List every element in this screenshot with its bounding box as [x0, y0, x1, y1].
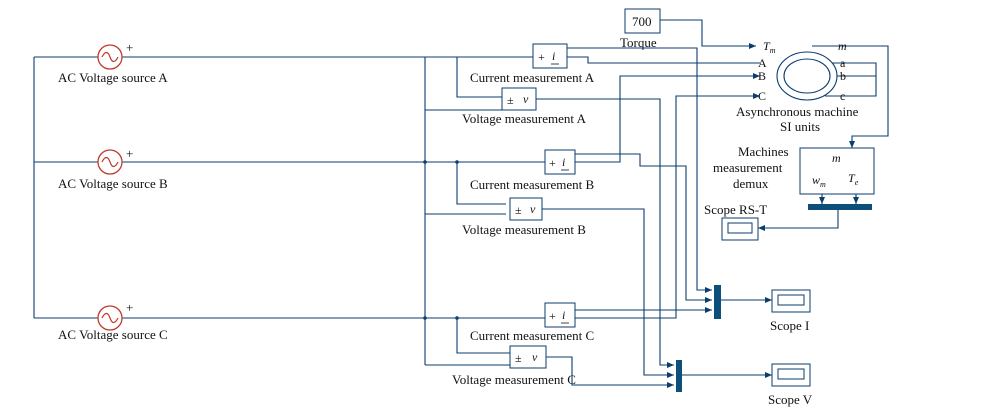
voltage-measurement-a[interactable]: ± v Voltage measurement A — [462, 87, 587, 126]
current-a-label: Current measurement A — [470, 70, 595, 85]
demux-port-t: Te — [848, 171, 859, 187]
ac-source-b-label: AC Voltage source B — [58, 176, 168, 191]
ac-source-a-label: AC Voltage source A — [58, 70, 168, 85]
ac-source-c-plus: + — [126, 300, 133, 315]
scope-i-label: Scope I — [770, 318, 809, 333]
voltage-b-label: Voltage measurement B — [462, 222, 586, 237]
ac-source-a[interactable]: + AC Voltage source A — [58, 40, 168, 85]
machine-port-m: m — [838, 39, 847, 53]
ac-source-b[interactable]: + AC Voltage source B — [58, 146, 168, 191]
machine-port-tm: Tm — [763, 39, 776, 55]
machine-out-a: a — [840, 56, 846, 70]
torque-constant[interactable]: 700 Torque — [620, 8, 661, 50]
current-a-plus: + — [538, 50, 545, 64]
demux-label-line2: measurement — [713, 160, 783, 175]
machine-title-line2: SI units — [780, 119, 820, 134]
demux-port-m: m — [832, 151, 841, 165]
machine-title-line1: Asynchronous machine — [736, 104, 859, 119]
voltage-b-pm: ± — [515, 203, 522, 217]
torque-label: Torque — [620, 35, 657, 50]
mux-v-bar[interactable] — [676, 360, 682, 392]
scope-rst[interactable]: Scope RS-T — [704, 202, 767, 241]
current-c-plus: + — [549, 309, 556, 323]
torque-value: 700 — [632, 14, 652, 29]
current-measurement-c[interactable]: + i Current measurement C — [470, 302, 594, 343]
voltage-b-sym: v — [530, 202, 536, 216]
scope-i[interactable]: Scope I — [770, 289, 811, 333]
voltage-c-label: Voltage measurement C — [452, 372, 576, 387]
ac-source-c-label: AC Voltage source C — [58, 327, 168, 342]
ac-source-b-plus: + — [126, 146, 133, 161]
voltage-c-sym: v — [532, 350, 538, 364]
current-measurement-b[interactable]: + i Current measurement B — [470, 149, 595, 192]
current-measurement-a[interactable]: + i Current measurement A — [470, 43, 595, 85]
voltage-a-sym: v — [523, 92, 529, 106]
voltage-measurement-c[interactable]: ± v Voltage measurement C — [452, 345, 576, 387]
machine-measurement-demux[interactable]: m wm Te Machines measurement demux — [713, 144, 875, 195]
ac-source-c[interactable]: + AC Voltage source C — [58, 300, 168, 342]
current-b-plus: + — [549, 156, 556, 170]
current-b-sym: i — [562, 155, 565, 169]
current-a-sym: i — [552, 49, 555, 63]
current-b-label: Current measurement B — [470, 177, 595, 192]
asynchronous-machine[interactable]: Tm m A B C a b c Asynchronous machine SI… — [736, 39, 859, 134]
demux-port-w: wm — [812, 173, 826, 189]
demux-label-line1: Machines — [738, 144, 789, 159]
scope-v[interactable]: Scope V — [768, 363, 813, 407]
junction-dots — [423, 160, 459, 320]
voltage-a-pm: ± — [507, 93, 514, 107]
machine-in-b: B — [758, 69, 766, 83]
mux-i-bar[interactable] — [714, 285, 721, 319]
machine-out-b: b — [840, 69, 846, 83]
voltage-a-label: Voltage measurement A — [462, 111, 587, 126]
mux-rst-bar[interactable] — [808, 204, 872, 210]
machine-out-c: c — [840, 89, 845, 103]
demux-label-line3: demux — [733, 176, 769, 191]
voltage-measurement-b[interactable]: ± v Voltage measurement B — [462, 197, 586, 237]
ac-source-a-plus: + — [126, 40, 133, 55]
current-c-sym: i — [562, 308, 565, 322]
current-c-label: Current measurement C — [470, 328, 594, 343]
bus-wiring — [33, 19, 889, 388]
scope-v-label: Scope V — [768, 392, 813, 407]
machine-in-a: A — [758, 56, 767, 70]
scope-rst-label: Scope RS-T — [704, 202, 767, 217]
machine-in-c: C — [758, 89, 766, 103]
voltage-c-pm: ± — [515, 351, 522, 365]
